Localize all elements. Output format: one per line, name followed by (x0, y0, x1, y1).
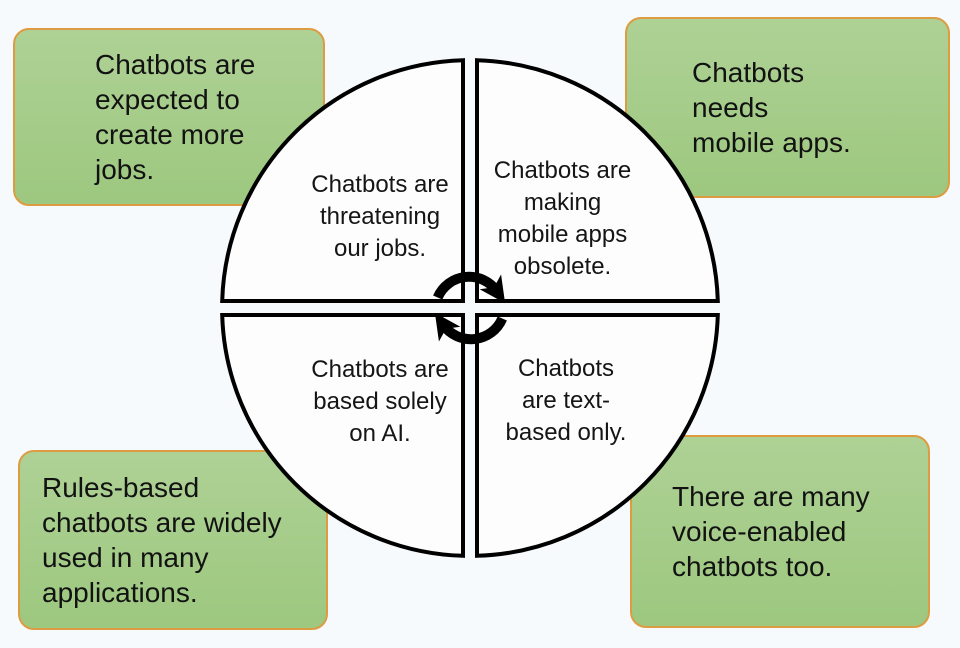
myth-text-top-left: Chatbots are threatening our jobs. (311, 171, 449, 262)
myth-text-bottom-right: Chatbots are text- based only. (505, 355, 627, 446)
myth-text-top-right: Chatbots are making mobile apps obsolete… (493, 157, 632, 280)
fact-box-bottom-left: Rules-based chatbots are widely used in … (18, 450, 328, 630)
myth-text-bottom-left: Chatbots are based solely on AI. (311, 356, 449, 447)
fact-box-top-left: Chatbots are expected to create more job… (13, 28, 325, 206)
cycle-arrows-icon (433, 271, 507, 345)
quadrant-shape-top-left (220, 58, 465, 303)
fact-box-bottom-right: There are many voice-enabled chatbots to… (630, 435, 930, 628)
quadrant-shape-top-right (475, 58, 720, 303)
fact-box-top-right: Chatbots needs mobile apps. (625, 17, 950, 198)
quadrant-shape-bottom-right (475, 313, 720, 558)
quadrant-shape-bottom-left (220, 313, 465, 558)
